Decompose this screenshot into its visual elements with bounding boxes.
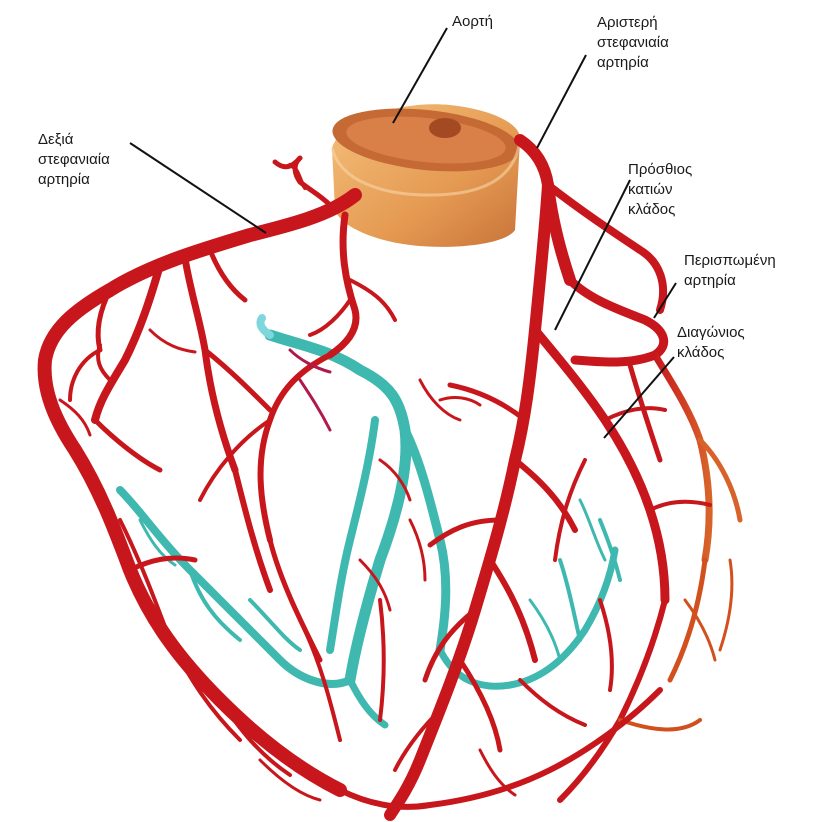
leader-diagonal xyxy=(604,357,674,438)
label-circumflex-artery: Περισπωμένη αρτηρία xyxy=(684,251,776,291)
label-diagonal-branch: Διαγώνιος κλάδος xyxy=(677,323,745,363)
aorta-shape xyxy=(329,100,522,247)
label-left-coronary-artery: Αριστερή στεφανιαία αρτηρία xyxy=(597,13,669,73)
label-aorta: Αορτή xyxy=(452,12,493,32)
leader-left-coronary xyxy=(537,55,586,148)
label-anterior-descending-branch: Πρόσθιος κατιών κλάδος xyxy=(628,160,692,220)
label-right-coronary-artery: Δεξιά στεφανιαία αρτηρία xyxy=(38,130,110,190)
leader-right-coronary xyxy=(130,143,266,233)
